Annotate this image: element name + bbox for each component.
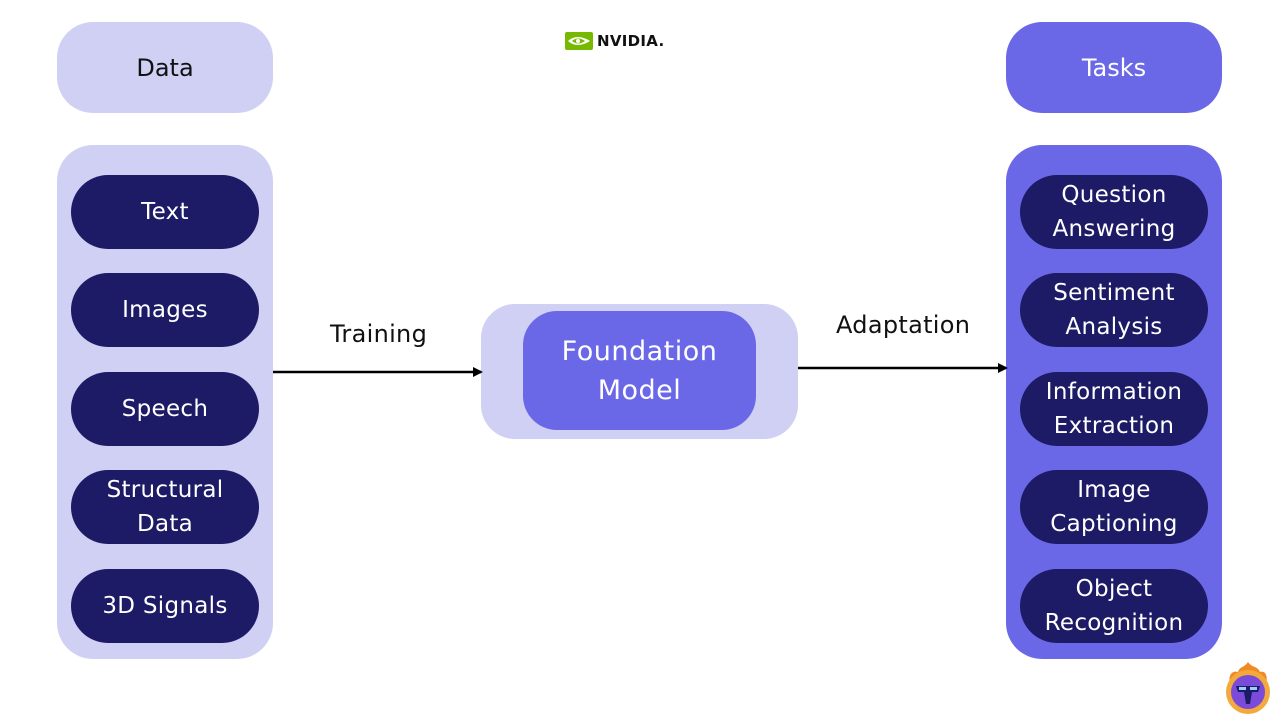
tasks-header: Tasks (1006, 22, 1222, 113)
task-item-image-captioning: Image Captioning (1020, 470, 1208, 544)
data-item-structural-data: Structural Data (71, 470, 259, 544)
nvidia-logo: NVIDIA. (565, 32, 664, 50)
task-item-sentiment-analysis: Sentiment Analysis (1020, 273, 1208, 347)
data-item-3d-signals: 3D Signals (71, 569, 259, 643)
foundation-model-box: Foundation Model (523, 311, 756, 430)
nvidia-eye-icon (565, 32, 593, 50)
task-item-information-extraction: Information Extraction (1020, 372, 1208, 446)
data-item-text: Text (71, 175, 259, 249)
task-item-question-answering: Question Answering (1020, 175, 1208, 249)
data-item-images: Images (71, 273, 259, 347)
data-header: Data (57, 22, 273, 113)
training-label: Training (330, 320, 428, 348)
task-item-object-recognition: Object Recognition (1020, 569, 1208, 643)
nvidia-wordmark: NVIDIA. (597, 32, 665, 50)
adaptation-label: Adaptation (836, 311, 971, 339)
data-item-speech: Speech (71, 372, 259, 446)
mascot-badge-icon (1226, 662, 1270, 714)
